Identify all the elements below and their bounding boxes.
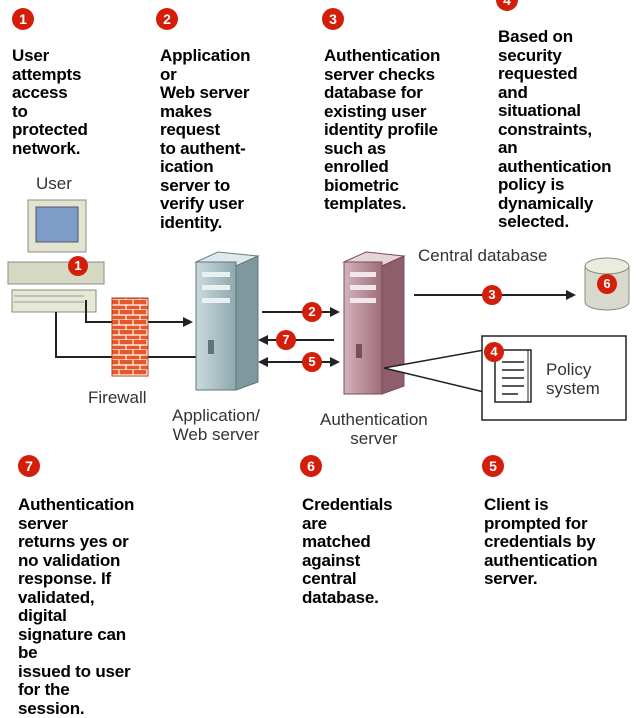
db-arrow-badge: 3	[482, 285, 502, 305]
app-server-label: Application/ Web server	[172, 406, 260, 444]
database-badge: 6	[597, 274, 617, 294]
step-text: Client is prompted for credentials by au…	[484, 495, 598, 588]
firewall-label: Firewall	[88, 388, 147, 407]
step-text: User attempts access to protected networ…	[12, 46, 88, 158]
central-db-label: Central database	[418, 246, 548, 265]
step-badge: 2	[156, 8, 178, 30]
database-icon	[584, 257, 630, 311]
app-server-icon	[194, 251, 260, 391]
firewall-icon	[111, 297, 149, 377]
step-text: Credentials are matched against central …	[302, 495, 393, 607]
prompt-badge: 5	[302, 352, 322, 372]
step-text: Authentication server returns yes or no …	[18, 495, 135, 718]
user-computer-icon	[7, 199, 105, 313]
auth-server-icon	[342, 251, 406, 395]
step-badge: 1	[12, 8, 34, 30]
response-badge: 7	[276, 330, 296, 350]
policy-label: Policy system	[546, 360, 600, 398]
diagram-artwork	[7, 199, 630, 421]
step-text: Application or Web server makes request …	[160, 46, 251, 232]
step-text: Based on security requested and situatio…	[498, 27, 612, 231]
request-badge: 2	[302, 302, 322, 322]
step-badge: 4	[496, 0, 518, 11]
step-badge: 6	[300, 455, 322, 477]
step-text: Authentication server checks database fo…	[324, 46, 441, 213]
policy-badge: 4	[484, 342, 504, 362]
user-badge: 1	[68, 256, 88, 276]
step-badge: 7	[18, 455, 40, 477]
auth-server-label: Authentication server	[320, 410, 428, 448]
user-label: User	[36, 174, 72, 193]
step-badge: 3	[322, 8, 344, 30]
step-badge: 5	[482, 455, 504, 477]
